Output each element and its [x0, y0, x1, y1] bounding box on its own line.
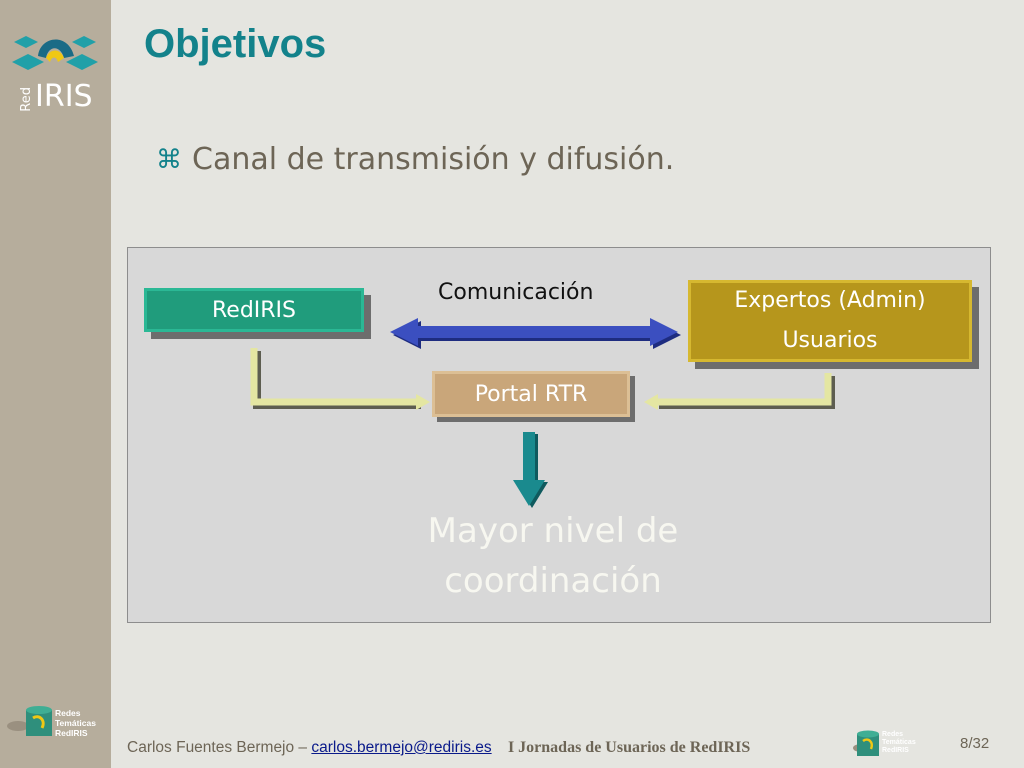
node-rediris: RedIRIS	[144, 288, 364, 332]
diagram-arrows	[250, 318, 835, 508]
result-text: Mayor nivel de coordinación	[427, 511, 679, 601]
footer-event: I Jornadas de Usuarios de RedIRIS	[507, 739, 751, 756]
bullet-text: Canal de transmisión y difusión.	[192, 142, 675, 177]
sidebar: Red IRIS Redes Temáticas RedIRIS	[0, 0, 111, 768]
communication-arrow-icon	[390, 318, 681, 349]
footer-author: Carlos Fuentes Bermejo –	[127, 739, 308, 756]
bullet-item: ⌘ Canal de transmisión y difusión.	[156, 142, 674, 177]
redes-tematicas-logo-icon	[7, 706, 52, 736]
redes-tematicas-footer-label: Redes Temáticas RedIRIS	[882, 731, 916, 754]
communication-label: Comunicación	[438, 280, 594, 305]
node-portal-rtr: Portal RTR	[432, 371, 630, 417]
rediris-logo-icon	[12, 36, 98, 70]
footer-email-link[interactable]: carlos.bermejo@rediris.es	[311, 739, 492, 756]
page-number: 8/32	[960, 735, 990, 752]
slide-title: Objetivos	[144, 22, 327, 66]
connector-experts-portal-icon	[644, 373, 835, 410]
command-icon: ⌘	[156, 144, 182, 175]
logo-wordmark: Red IRIS	[19, 79, 93, 114]
down-arrow-icon	[513, 432, 548, 508]
footer: Carlos Fuentes Bermejo – carlos.bermejo@…	[127, 739, 750, 757]
redes-tematicas-label: Redes Temáticas RedIRIS	[55, 708, 96, 738]
flow-diagram: Comunicación RedIRIS Expertos (Admin) Us…	[127, 247, 991, 623]
logo-prefix: Red	[19, 87, 34, 112]
logo-main: IRIS	[35, 79, 93, 114]
connector-rediris-portal-icon	[250, 348, 430, 410]
node-experts-users: Expertos (Admin) Usuarios	[688, 280, 972, 362]
redes-tematicas-footer-logo-icon	[853, 730, 879, 756]
